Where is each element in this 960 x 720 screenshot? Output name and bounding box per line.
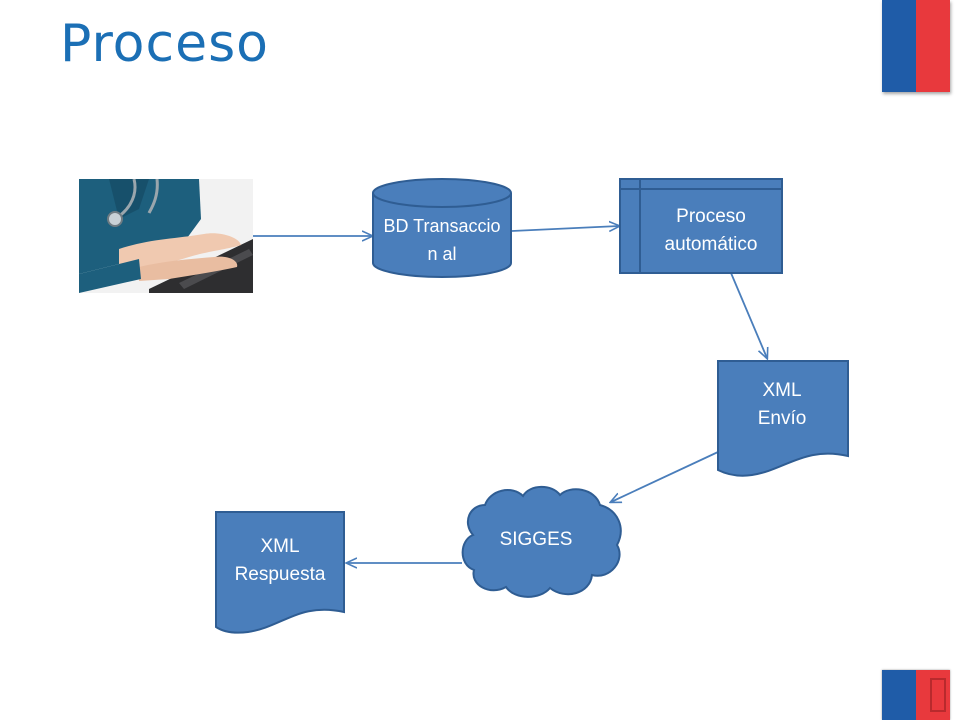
sigges-cloud-node (461, 485, 622, 598)
edge-database-to-process (511, 226, 619, 231)
database-label: BD Transaccion al (383, 216, 501, 264)
xml-send-document-node (717, 360, 849, 477)
slide-title: Proceso (60, 14, 269, 74)
edge-process-to-xml-send (730, 272, 767, 358)
nav-marker-icon (930, 678, 946, 712)
database-cylinder-node (372, 178, 512, 278)
chile-flag-icon (882, 0, 950, 92)
sigges-label: SIGGES (499, 529, 573, 550)
edge-xml-send-to-sigges (611, 451, 719, 502)
nurse-typing-laptop-photo (79, 179, 253, 293)
xml-send-label: XML Envío (757, 380, 807, 429)
auto-process-node (619, 178, 783, 274)
xml-response-label: XML Respuesta (234, 536, 326, 585)
nav-flag-icon[interactable] (882, 670, 950, 720)
xml-response-document-node (215, 511, 345, 634)
auto-process-label: Proceso automático (664, 206, 758, 255)
